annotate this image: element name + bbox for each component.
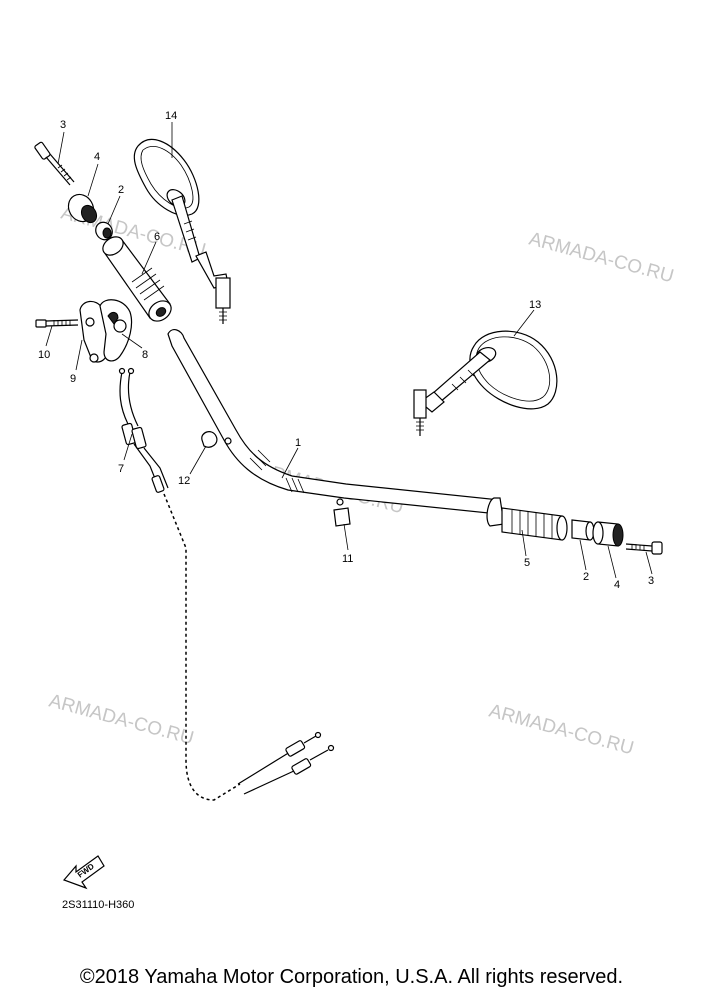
cable-clamp: [201, 431, 232, 448]
handlebar: [167, 329, 501, 515]
mirror-right: [413, 330, 558, 436]
callout-2: 2: [118, 184, 124, 196]
callout-6: 6: [154, 231, 160, 243]
clip: [333, 498, 351, 527]
diagram-code: 2S31110-H360: [62, 899, 134, 911]
callout-1: 1: [295, 437, 301, 449]
callout-8: 8: [142, 349, 148, 361]
throttle-grip: [102, 236, 172, 322]
clamp-bolt: [35, 319, 79, 328]
bolt-left: [34, 141, 75, 186]
bolt-right: [625, 541, 663, 555]
copyright-notice: ©2018 Yamaha Motor Corporation, U.S.A. A…: [79, 966, 624, 988]
callout-11: 11: [342, 553, 353, 565]
callout-12: 12: [178, 475, 190, 487]
watermark: ARMADA-CO.RU: [487, 701, 636, 760]
callout-4: 4: [614, 579, 620, 591]
callout-13: 13: [529, 299, 541, 311]
watermark: ARMADA-CO.RU: [527, 229, 676, 288]
callout-9: 9: [70, 373, 76, 385]
switch-housing: [79, 299, 133, 363]
fwd-arrow-icon: FWD: [62, 855, 105, 890]
bar-end-weight-left: [67, 193, 98, 224]
grip-right: [486, 497, 568, 541]
leader-lines: [45, 122, 653, 579]
cable-routing: [163, 493, 335, 801]
mirror-left: [133, 138, 231, 324]
callout-4: 4: [94, 151, 100, 163]
callout-3: 3: [648, 575, 654, 587]
watermark: ARMADA-CO.RU: [47, 691, 196, 750]
callouts: 3 4 2 14 6 10 9 8 7 12 1 11 13 5 2 4 3: [38, 110, 654, 591]
bar-end-weight-right: [592, 521, 624, 547]
spacer-right: [571, 519, 595, 541]
callout-5: 5: [524, 557, 530, 569]
callout-10: 10: [38, 349, 50, 361]
throttle-cables-upper: [118, 367, 169, 493]
callout-7: 7: [118, 463, 124, 475]
callout-2: 2: [583, 571, 589, 583]
callout-14: 14: [165, 110, 177, 122]
callout-3: 3: [60, 119, 66, 131]
